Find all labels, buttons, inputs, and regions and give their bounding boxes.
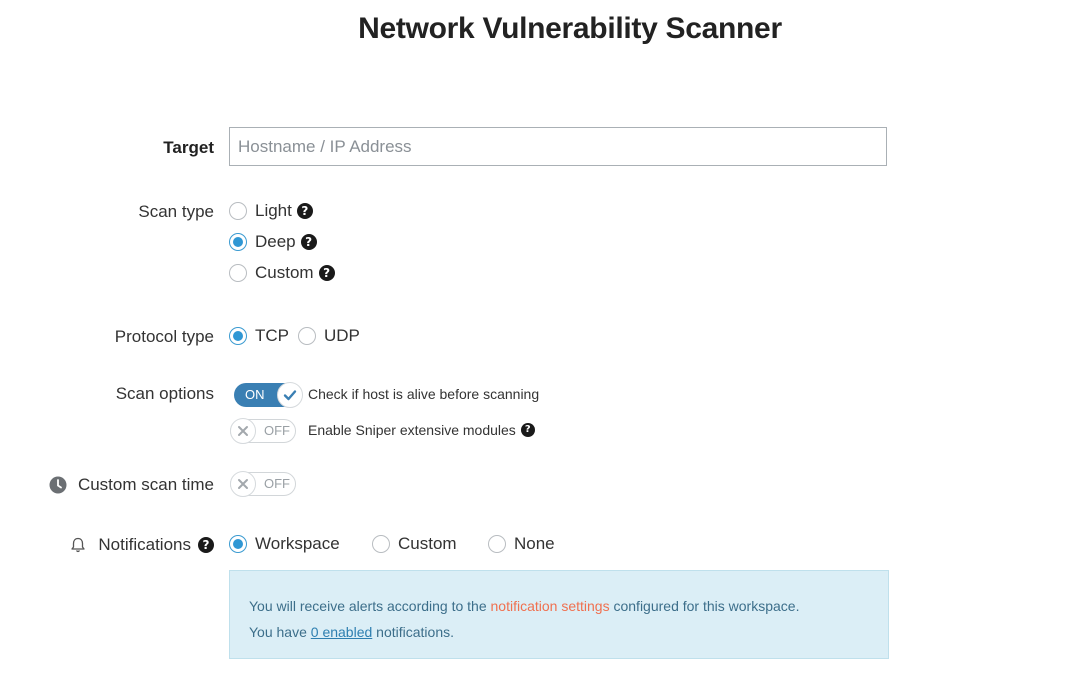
protocol-udp-label: UDP (324, 326, 360, 345)
radio-workspace[interactable] (229, 535, 247, 553)
protocol-tcp-label: TCP (255, 326, 289, 345)
scan-type-label: Scan type (138, 202, 214, 221)
scan-type-option-light[interactable]: Light ? (229, 201, 313, 221)
notifications-option-none[interactable]: None (488, 534, 555, 554)
scan-type-deep-label: Deep (255, 232, 296, 251)
scan-options-label: Scan options (115, 384, 214, 403)
bell-icon (71, 537, 86, 553)
help-icon[interactable]: ? (198, 537, 214, 553)
host-alive-label: Check if host is alive before scanning (308, 386, 540, 402)
notifications-label-row: Notifications ? (69, 535, 214, 555)
notifications-info-box: You will receive alerts according to the… (229, 570, 889, 659)
target-label: Target (163, 138, 214, 157)
scan-type-option-deep[interactable]: Deep ? (229, 232, 317, 252)
enabled-notifications-link[interactable]: 0 enabled (310, 624, 373, 640)
sniper-modules-row: Enable Sniper extensive modules ? (308, 422, 535, 438)
protocol-option-tcp[interactable]: TCP (229, 326, 289, 346)
custom-scan-time-toggle[interactable]: OFF (230, 471, 296, 497)
info-text: You have (249, 624, 307, 640)
toggle-state: OFF (264, 476, 290, 491)
clock-icon (49, 476, 67, 494)
close-icon (230, 418, 256, 444)
info-text: You will receive alerts according to the (249, 598, 487, 614)
protocol-type-label: Protocol type (114, 327, 214, 346)
protocol-option-udp[interactable]: UDP (298, 326, 360, 346)
help-icon[interactable]: ? (296, 203, 313, 219)
notifications-workspace-label: Workspace (255, 534, 340, 553)
sniper-modules-label: Enable Sniper extensive modules (308, 422, 516, 438)
notifications-option-workspace[interactable]: Workspace (229, 534, 340, 554)
target-input[interactable] (229, 127, 887, 166)
info-text: configured for this workspace. (613, 598, 800, 614)
info-line-2: You have 0 enabled notifications. (249, 619, 870, 645)
notification-settings-link[interactable]: notification settings (490, 598, 610, 614)
toggle-state: ON (245, 387, 265, 402)
radio-light[interactable] (229, 202, 247, 220)
close-icon (230, 471, 256, 497)
radio-deep[interactable] (229, 233, 247, 251)
radio-custom[interactable] (229, 264, 247, 282)
check-icon (277, 382, 303, 408)
page-title: Network Vulnerability Scanner (358, 12, 782, 45)
radio-tcp[interactable] (229, 327, 247, 345)
notifications-custom-label: Custom (398, 534, 457, 553)
scan-type-option-custom[interactable]: Custom ? (229, 263, 335, 283)
notifications-none-label: None (514, 534, 555, 553)
sniper-modules-toggle[interactable]: OFF (230, 418, 296, 444)
info-line-1: You will receive alerts according to the… (249, 593, 870, 619)
radio-udp[interactable] (298, 327, 316, 345)
custom-scan-time-label-row: Custom scan time (49, 475, 214, 495)
custom-scan-time-label: Custom scan time (77, 475, 214, 494)
scan-type-custom-label: Custom (255, 263, 314, 282)
notifications-label: Notifications (98, 535, 191, 554)
info-text: notifications. (376, 624, 454, 640)
notifications-option-custom[interactable]: Custom (372, 534, 457, 554)
radio-none[interactable] (488, 535, 506, 553)
help-icon[interactable]: ? (318, 265, 335, 281)
host-alive-toggle[interactable]: ON (234, 382, 303, 408)
scan-type-light-label: Light (255, 201, 292, 220)
toggle-state: OFF (264, 423, 290, 438)
radio-notifications-custom[interactable] (372, 535, 390, 553)
help-icon[interactable]: ? (520, 423, 535, 437)
help-icon[interactable]: ? (300, 234, 317, 250)
